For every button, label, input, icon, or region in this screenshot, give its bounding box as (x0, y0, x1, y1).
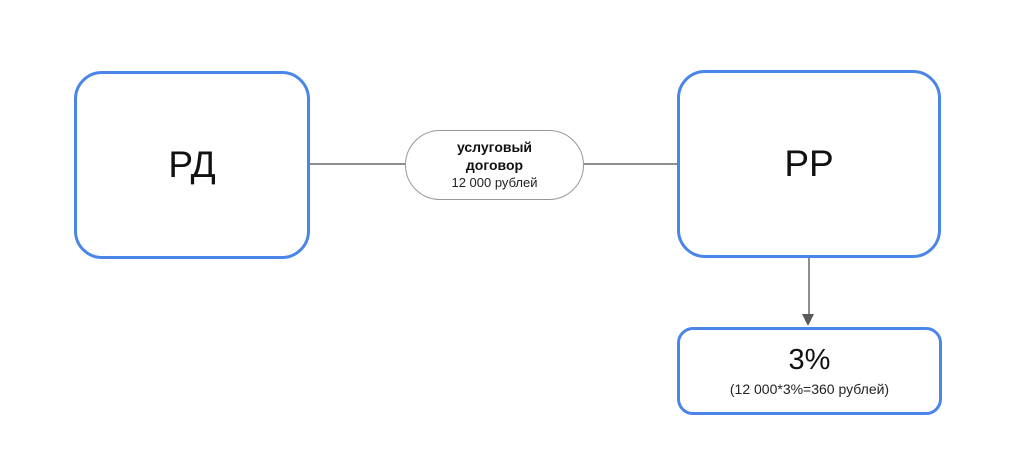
rr-node-label: РР (784, 142, 834, 184)
connector-contract-rr (584, 163, 677, 165)
percent-formula: (12 000*3%=360 рублей) (729, 381, 890, 397)
contract-label-line2: договор (465, 157, 524, 173)
percent-title: 3% (788, 344, 831, 376)
arrow-rr-percent-line (808, 258, 810, 315)
connector-rd-contract (310, 163, 405, 165)
contract-label-line1: услуговый (456, 139, 533, 155)
rr-node[interactable]: РР (677, 70, 941, 258)
arrowhead-down-icon (802, 314, 814, 326)
rd-node[interactable]: РД (74, 71, 310, 259)
contract-pill[interactable]: услуговый договор 12 000 рублей (405, 130, 584, 200)
contract-amount: 12 000 рублей (451, 175, 538, 190)
rd-node-label: РД (168, 143, 216, 185)
percent-node[interactable]: 3% (12 000*3%=360 рублей) (677, 327, 942, 415)
